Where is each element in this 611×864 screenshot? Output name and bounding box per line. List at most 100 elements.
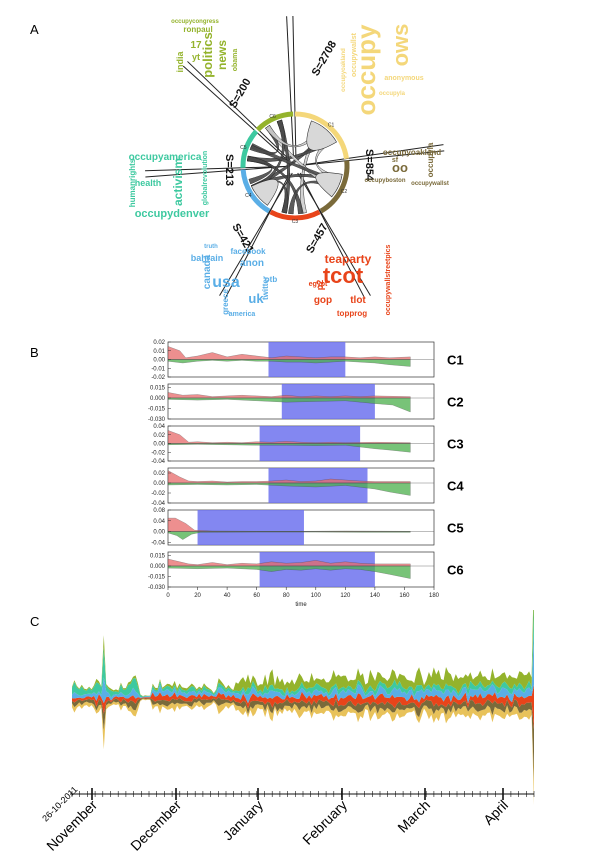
y-tick-label: 0.04 [153,424,165,430]
y-tick-label: -0.02 [151,375,165,381]
separator-line [304,150,445,166]
cloud-word: bahrain [191,253,224,263]
self-chord [251,179,279,206]
cloud-word: tlot [350,295,366,306]
community-row-label: C1 [447,353,464,368]
cloud-word: america [229,311,256,318]
separator-line [299,172,366,299]
separator-line [292,16,297,159]
y-tick-label: 0.000 [150,396,166,402]
community-row-label: C3 [447,437,464,452]
y-tick-label: -0.030 [148,585,166,591]
community-arc [255,111,294,132]
stream-layer [72,630,534,704]
stream-layer [72,610,534,698]
cloud-word: occupywallstreetpics [385,244,392,315]
negative-area [167,565,411,579]
y-tick-label: -0.04 [151,459,165,465]
month-label: February [299,797,350,848]
separator-line [187,61,291,161]
y-tick-label: 0.04 [153,519,165,525]
community-size-label: S=2708 [310,39,340,78]
x-tick-label: 120 [340,593,351,599]
cloud-word: anon [240,258,264,269]
x-tick-label: 180 [429,593,440,599]
positive-area [167,517,411,532]
cloud-word: canada [202,254,213,289]
chord [246,155,273,185]
cloud-word: truth [204,244,218,250]
chord [288,180,339,215]
negative-area [167,482,411,496]
month-label: April [480,797,511,828]
cloud-word: occupywallst [351,32,358,77]
self-chord [315,172,343,198]
y-tick-label: -0.01 [151,366,165,372]
community-row-label: C5 [447,521,464,536]
x-tick-label: 140 [370,593,381,599]
cloud-word: occupydenver [135,208,210,220]
community-arc [294,111,349,160]
community-size-label: S=200 [227,77,253,111]
cloud-word: tcot [323,263,364,288]
community-id-label: C3 [292,219,299,225]
y-tick-label: -0.015 [148,575,166,581]
y-tick-label: 0.01 [153,349,165,355]
cloud-word: occupyamerica [129,152,202,163]
cloud-word: oo [392,160,408,175]
separator-line [297,172,371,296]
cloud-word: humanrights [128,158,137,207]
positive-area [167,392,411,399]
positive-area [167,430,411,444]
negative-area [167,359,411,367]
cloud-word: gop [314,295,332,306]
cloud-word: occupyla [426,142,435,177]
community-id-label: C6 [269,114,276,120]
community-size-label: S=213 [223,154,235,186]
community-row-label: C4 [447,479,464,494]
cloud-word: occupycongress [171,19,219,25]
y-tick-label: -0.030 [148,417,166,423]
cloud-word: otb [265,275,278,284]
y-tick-label: 0.02 [153,340,165,346]
difference-timeseries-panel: 0.020.010.00-0.01-0.02C10.0150.000-0.015… [148,340,464,608]
community-id-label: C4 [245,193,252,199]
x-tick-label: 20 [194,593,201,599]
self-chord [306,120,337,151]
cloud-word: obama [232,49,239,72]
y-tick-label: 0.00 [153,442,165,448]
positive-area [167,470,411,484]
cloud-word: occupy [351,24,381,116]
community-size-label: S=854 [363,149,375,182]
y-tick-label: 0.015 [150,386,166,392]
cloud-word: ows [388,24,413,67]
chord [251,119,286,192]
negative-area [167,531,411,540]
x-tick-label: 0 [166,593,170,599]
community-arc [240,129,259,168]
positive-area [167,558,411,567]
cloud-word: twitter [261,276,270,300]
y-tick-label: 0.00 [153,481,165,487]
cloud-word: facebook [230,247,266,256]
y-tick-label: 0.02 [153,433,165,439]
y-tick-label: -0.02 [151,450,165,456]
month-label: March [394,797,433,836]
cloud-word: anonymous [384,75,423,82]
month-label: December [127,797,184,854]
panel-label-a: A [30,22,39,37]
panel-label-c: C [30,614,40,629]
x-axis-label: time [295,602,307,608]
y-tick-label: -0.015 [148,407,166,413]
series-row: 0.04 0.02 0.00 -0.02 -0.04 C3 [151,424,463,465]
y-tick-label: -0.02 [151,491,165,497]
chord-wordcloud-panel: C1C2C3C4C5C6S=2708S=854S=457S=421S=213S=… [128,16,449,318]
separator-line [286,16,295,159]
cloud-word: topprog [337,309,367,318]
cloud-word: occupyboston [364,178,405,184]
cloud-word: india [175,51,185,73]
cloud-word: occupyoakland [341,48,347,92]
